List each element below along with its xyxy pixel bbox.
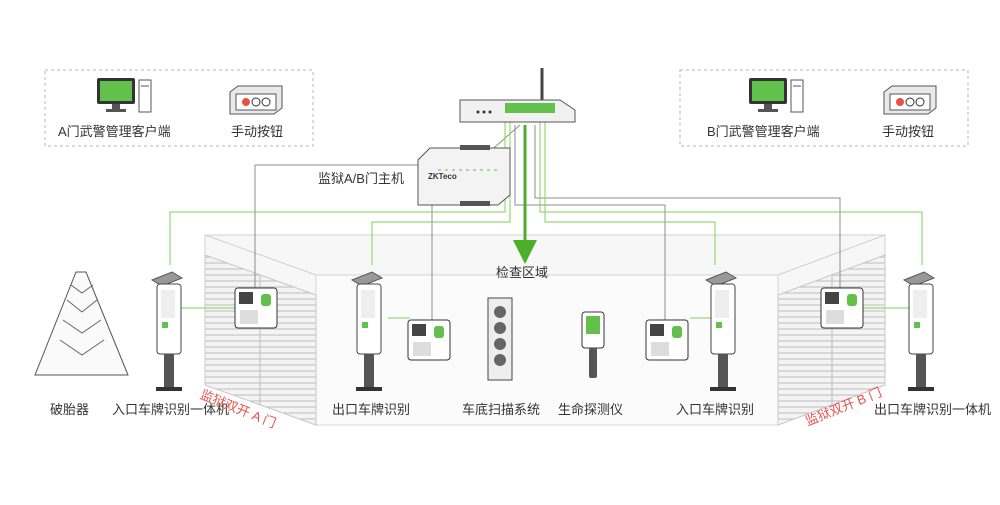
emergency-button-box-icon bbox=[883, 85, 937, 115]
desktop-computer-icon bbox=[97, 78, 152, 113]
controller-brand: ZKTeco bbox=[428, 172, 457, 181]
lpr-kiosk-icon bbox=[150, 271, 184, 391]
life-detector-icon bbox=[581, 311, 605, 378]
manual-button-a-label: 手动按钮 bbox=[231, 124, 284, 139]
exit-lpr-inner-label: 出口车牌识别 bbox=[332, 402, 411, 417]
desktop-computer-icon bbox=[749, 78, 804, 113]
tire-breaker-icon bbox=[34, 271, 129, 376]
undercar-scanner-label: 车底扫描系统 bbox=[462, 402, 541, 417]
manual-button-b-label: 手动按钮 bbox=[882, 124, 935, 139]
life-detector-label: 生命探测仪 bbox=[558, 402, 624, 417]
tire-breaker-label: 破胎器 bbox=[50, 402, 90, 417]
access-control-panel-icon bbox=[820, 287, 864, 329]
client-box-a bbox=[44, 69, 314, 147]
lpr-kiosk-icon bbox=[902, 271, 936, 391]
gray-connection-lines bbox=[254, 124, 841, 325]
inspection-zone-label: 检查区域 bbox=[496, 265, 549, 280]
client-b-label: B门武警管理客户端 bbox=[707, 124, 820, 139]
entry-lpr-inner-label: 入口车牌识别 bbox=[676, 402, 755, 417]
lpr-kiosk-icon bbox=[350, 271, 384, 391]
exit-lpr-right-label: 出口车牌识别一体机 bbox=[874, 402, 992, 417]
emergency-button-box-icon bbox=[229, 85, 283, 115]
access-control-panel-icon bbox=[407, 319, 451, 361]
controller-label: 监狱A/B门主机 bbox=[318, 171, 404, 186]
access-control-panel-icon bbox=[645, 319, 689, 361]
lpr-kiosk-icon bbox=[704, 271, 738, 391]
controller-host-icon bbox=[417, 145, 511, 206]
undercar-scanner-icon bbox=[487, 297, 513, 381]
client-box-b bbox=[679, 69, 969, 147]
client-a-label: A门武警管理客户端 bbox=[58, 124, 171, 139]
network-switch-icon bbox=[459, 68, 576, 123]
access-control-panel-icon bbox=[234, 287, 278, 329]
entry-lpr-left-label: 入口车牌识别一体机 bbox=[112, 402, 230, 417]
